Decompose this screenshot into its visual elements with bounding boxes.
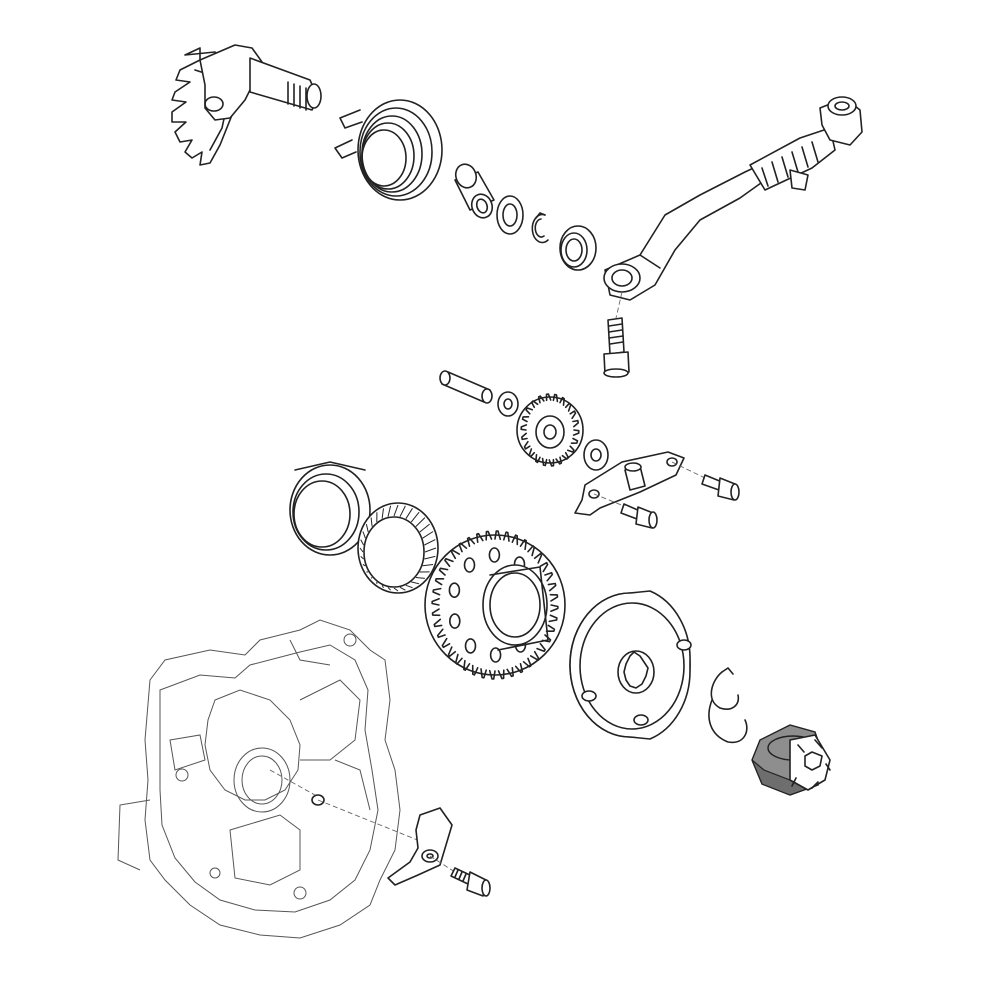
needle-roller <box>393 504 399 517</box>
return-spring <box>334 99 443 201</box>
needle-roller <box>415 577 425 579</box>
needle-roller <box>360 556 364 560</box>
needle-roller <box>422 531 434 539</box>
needle-roller <box>362 564 366 567</box>
needle-roller <box>405 508 413 519</box>
needle-roller <box>424 539 436 546</box>
lightening-hole <box>464 638 477 654</box>
needle-roller <box>381 585 384 588</box>
needle-roller <box>422 564 434 567</box>
needle-roller <box>424 547 437 553</box>
needle-roller <box>415 517 426 527</box>
shaft-seal <box>559 225 597 271</box>
starter-clutch-flywheel <box>569 590 692 740</box>
lever-clamp-bolt <box>603 291 630 378</box>
gear-teeth <box>431 530 559 680</box>
needle-roller <box>399 505 406 517</box>
needle-roller <box>359 547 364 553</box>
lower-bracket <box>387 807 453 886</box>
needle-roller <box>410 511 420 523</box>
needle-roller <box>411 581 420 585</box>
spacer-bushing <box>454 163 495 219</box>
idler-washer <box>497 391 519 417</box>
needle-roller <box>399 586 406 591</box>
lightening-hole <box>488 547 501 563</box>
needle-roller <box>405 584 413 589</box>
needle-roller <box>370 577 373 579</box>
plate-bolt-left <box>593 493 658 529</box>
lightening-hole <box>489 647 502 663</box>
idler-shaft-pin <box>439 370 493 404</box>
plate-bolt-right <box>671 461 740 501</box>
needle-roller <box>360 539 365 546</box>
needle-roller <box>381 508 384 519</box>
idler-washer-outer <box>583 439 609 471</box>
lightening-hole <box>463 557 476 573</box>
starter-pinion <box>751 724 831 796</box>
needle-roller <box>419 523 430 533</box>
kickstart-lever <box>603 96 863 301</box>
needle-roller <box>387 505 392 517</box>
kickstart-shaft-gear <box>171 44 322 166</box>
idler-gear <box>516 393 584 467</box>
needle-roller-bearing <box>357 502 439 594</box>
lightening-hole <box>448 582 461 599</box>
bracket-bolt <box>429 855 491 897</box>
needle-roller <box>370 517 373 527</box>
starter-driven-gear <box>424 530 566 680</box>
crankcase-cover <box>117 619 431 939</box>
needle-roller <box>387 586 391 591</box>
needle-roller <box>424 555 436 560</box>
wire-retaining-clip <box>708 667 748 744</box>
needle-roller <box>365 523 369 533</box>
thrust-washer <box>496 195 524 235</box>
retaining-plate <box>574 451 685 516</box>
lightening-hole <box>448 613 461 629</box>
bearing-race <box>289 461 371 556</box>
circlip <box>531 212 549 244</box>
needle-roller <box>362 531 366 539</box>
gear-teeth <box>520 393 580 467</box>
needle-roller <box>393 587 399 592</box>
